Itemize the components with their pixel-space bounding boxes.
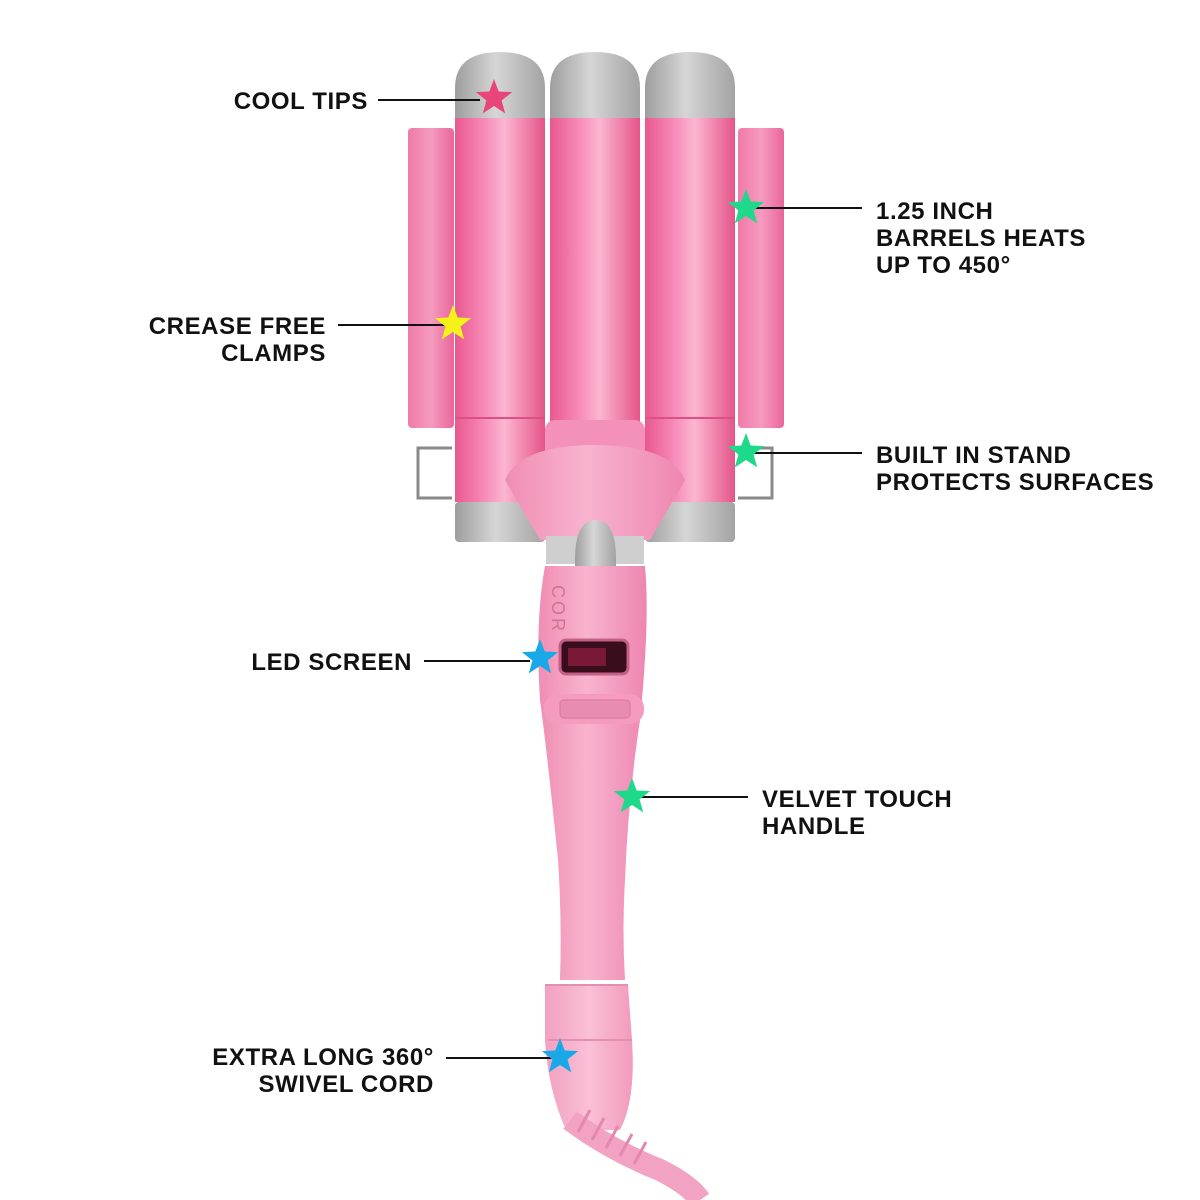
- star-icon-stand: [727, 433, 765, 468]
- label-handle: VELVET TOUCH HANDLE: [762, 786, 952, 840]
- label-line: BUILT IN STAND: [876, 442, 1072, 469]
- led-screen: [558, 638, 630, 676]
- label-barrels: 1.25 INCH BARRELS HEATS UP TO 450°: [876, 198, 1086, 279]
- label-line: CREASE FREE: [148, 313, 326, 340]
- cool-tip-left: [455, 52, 545, 118]
- star-icon-cool-tips: [475, 79, 513, 114]
- label-line: PROTECTS SURFACES: [876, 469, 1155, 496]
- swivel-cord: [563, 1109, 710, 1200]
- star-icon-handle: [613, 778, 651, 813]
- cool-tips: [455, 52, 735, 118]
- label-line: VELVET TOUCH: [762, 786, 953, 813]
- star-icon-cord: [541, 1038, 579, 1073]
- label-cool-tips: COOL TIPS: [234, 88, 368, 115]
- star-icon-clamps: [434, 305, 472, 340]
- barrel-right: [645, 92, 735, 427]
- label-line: 1.25 INCH: [876, 198, 994, 225]
- leader-lines: [338, 99, 862, 1059]
- handle-base: [545, 984, 633, 1130]
- label-line: BARRELS HEATS: [876, 225, 1087, 252]
- right-clamp: [738, 128, 784, 428]
- label-led: LED SCREEN: [251, 649, 412, 676]
- star-icon-led: [521, 639, 559, 674]
- cool-tip-right: [645, 52, 735, 118]
- barrels: [455, 92, 735, 432]
- label-line: SWIVEL CORD: [258, 1071, 434, 1098]
- brand-text: COR: [548, 585, 568, 634]
- star-icon-barrels: [727, 189, 765, 224]
- label-line: HANDLE: [762, 813, 866, 840]
- cool-tip-center: [550, 52, 640, 118]
- left-clamp: [408, 128, 454, 428]
- label-line: CLAMPS: [221, 340, 326, 367]
- label-clamps: CREASE FREE CLAMPS: [149, 313, 326, 367]
- label-cord: EXTRA LONG 360° SWIVEL CORD: [212, 1044, 434, 1098]
- label-line: LED SCREEN: [251, 649, 412, 676]
- label-line: EXTRA LONG 360°: [212, 1044, 434, 1071]
- label-stand: BUILT IN STAND PROTECTS SURFACES: [876, 442, 1154, 496]
- barrel-left: [455, 92, 545, 427]
- stars: [434, 79, 765, 1073]
- label-line: UP TO 450°: [876, 252, 1011, 279]
- barrel-center: [550, 92, 640, 432]
- label-line: COOL TIPS: [233, 88, 368, 115]
